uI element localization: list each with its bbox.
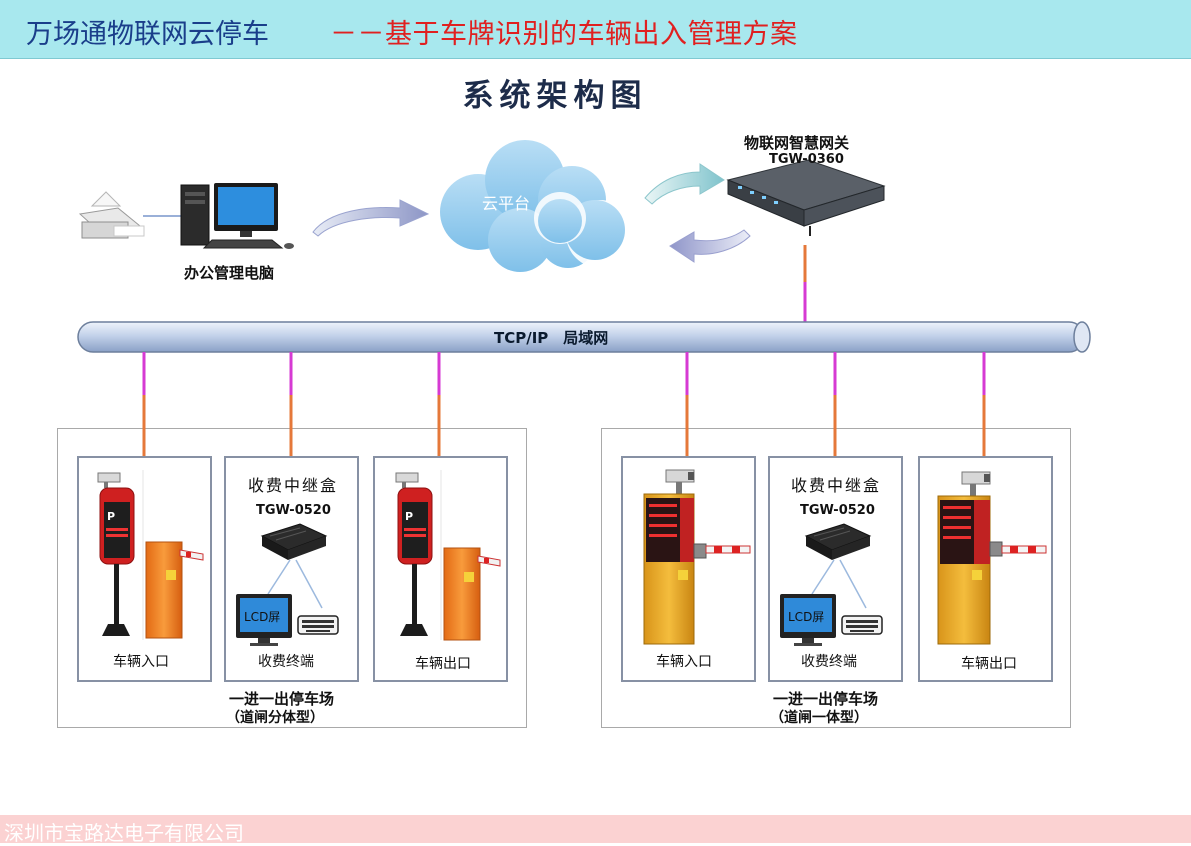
- relay-box-device-icon: [804, 523, 872, 560]
- keyboard-icon: [297, 615, 339, 635]
- lot-name: 一进一出停车场: [229, 690, 335, 708]
- office-computer-icon: [180, 183, 294, 249]
- cloud-platform-label: 云平台: [482, 194, 531, 213]
- license-plate-camera-icon: P: [97, 472, 135, 636]
- relay-box-title: 收费中继盒: [248, 476, 339, 495]
- relay-box-right: [768, 456, 903, 682]
- gateway-name: 物联网智慧网关: [744, 134, 850, 152]
- license-plate-camera-icon: P: [395, 472, 433, 636]
- arrow-gateway-to-cloud: [669, 229, 751, 263]
- exit-label: 车辆出口: [415, 656, 471, 672]
- diagram-title: 系统架构图: [462, 78, 648, 114]
- cloud-platform-icon: [440, 140, 634, 272]
- header-title: 万场通物联网云停车: [26, 19, 269, 50]
- network-label: TCP/IP 局域网: [494, 329, 609, 347]
- terminal-label: 收费终端: [801, 654, 857, 670]
- relay-box-model: TGW-0520: [800, 503, 875, 518]
- network-pipe: [77, 321, 1091, 353]
- terminal-label: 收费终端: [258, 654, 314, 670]
- lcd-monitor-icon: [236, 594, 292, 646]
- footer-bar: 深圳市宝路达电子有限公司: [0, 815, 1191, 845]
- svg-text:P: P: [405, 510, 413, 523]
- relay-box-model: TGW-0520: [256, 503, 331, 518]
- gateway-model: TGW-0360: [769, 152, 844, 167]
- arrow-cloud-to-gateway: [644, 163, 725, 205]
- header-bar: 万场通物联网云停车 －－基于车牌识别的车辆出入管理方案: [0, 0, 1191, 59]
- keyboard-icon: [841, 615, 883, 635]
- drop-links: [142, 352, 986, 456]
- arrow-office-to-cloud: [312, 199, 430, 237]
- lot-type: （道闸一体型）: [770, 710, 868, 726]
- exit-label: 车辆出口: [961, 656, 1017, 672]
- gateway-device-icon: [726, 159, 886, 236]
- lcd-monitor-icon: [780, 594, 836, 646]
- integrated-gate-icon: [937, 471, 1047, 645]
- entrance-box-left: [77, 456, 212, 682]
- entrance-label: 车辆入口: [113, 654, 169, 670]
- relay-box-title: 收费中继盒: [791, 476, 882, 495]
- office-pc-label: 办公管理电脑: [184, 264, 275, 282]
- barrier-gate-icon: [145, 541, 204, 639]
- svg-text:P: P: [107, 510, 115, 523]
- lcd-label: LCD屏: [244, 610, 281, 624]
- lcd-label: LCD屏: [788, 610, 825, 624]
- header-subtitle: －－基于车牌识别的车辆出入管理方案: [330, 19, 798, 50]
- relay-box-device-icon: [260, 523, 328, 560]
- integrated-gate-icon: [643, 469, 751, 645]
- lot-type: （道闸分体型）: [226, 710, 324, 726]
- entrance-label: 车辆入口: [656, 654, 712, 670]
- barrier-gate-icon: [443, 547, 501, 641]
- lot-name: 一进一出停车场: [773, 690, 879, 708]
- company-name: 深圳市宝路达电子有限公司: [4, 821, 244, 845]
- printer-icon: [78, 191, 145, 239]
- relay-box-left: [224, 456, 359, 682]
